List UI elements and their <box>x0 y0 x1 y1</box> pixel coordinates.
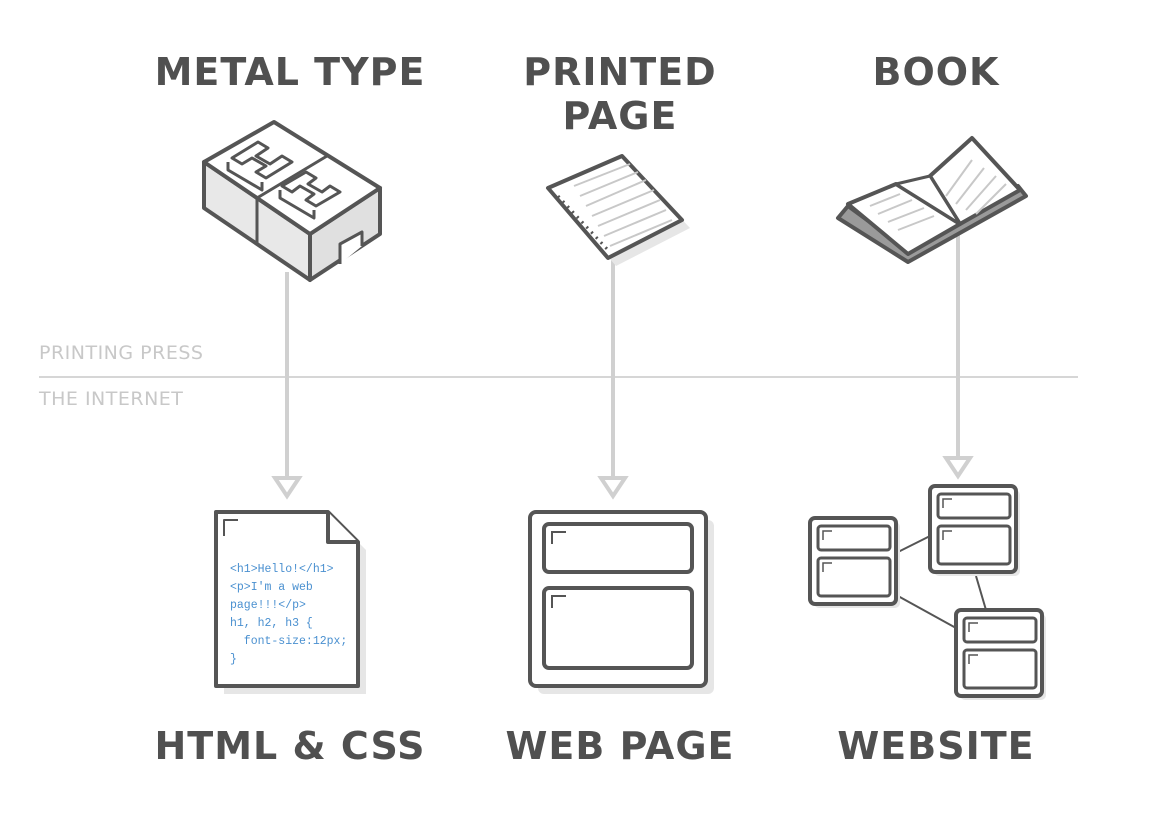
metal-type-icon <box>202 120 382 282</box>
arrow-book-to-website <box>942 232 974 480</box>
code-line: } <box>230 653 237 666</box>
title-printed-page: PRINTED PAGE <box>523 50 717 138</box>
code-line: font-size:12px; <box>230 635 347 648</box>
code-line: <p>I'm a web <box>230 581 313 594</box>
title-website: WEBSITE <box>837 724 1035 768</box>
title-book: BOOK <box>872 50 1000 94</box>
code-line: h1, h2, h3 { <box>230 617 313 630</box>
website-icon <box>808 484 1046 700</box>
arrow-metal-to-html <box>271 272 303 500</box>
printed-page-icon <box>546 154 690 266</box>
code-line: <h1>Hello!</h1> <box>230 563 334 576</box>
era-label-the-internet: THE INTERNET <box>39 388 184 410</box>
html-css-file-icon: <h1>Hello!</h1> <p>I'm a web page!!!</p>… <box>214 510 366 694</box>
arrow-printed-to-webpage <box>597 258 629 500</box>
era-label-printing-press: PRINTING PRESS <box>39 342 204 364</box>
book-icon <box>836 136 1028 264</box>
web-page-icon <box>528 510 714 694</box>
title-metal-type: METAL TYPE <box>154 50 426 94</box>
title-html-css: HTML & CSS <box>154 724 426 768</box>
title-web-page: WEB PAGE <box>505 724 735 768</box>
code-line: page!!!</p> <box>230 599 306 612</box>
